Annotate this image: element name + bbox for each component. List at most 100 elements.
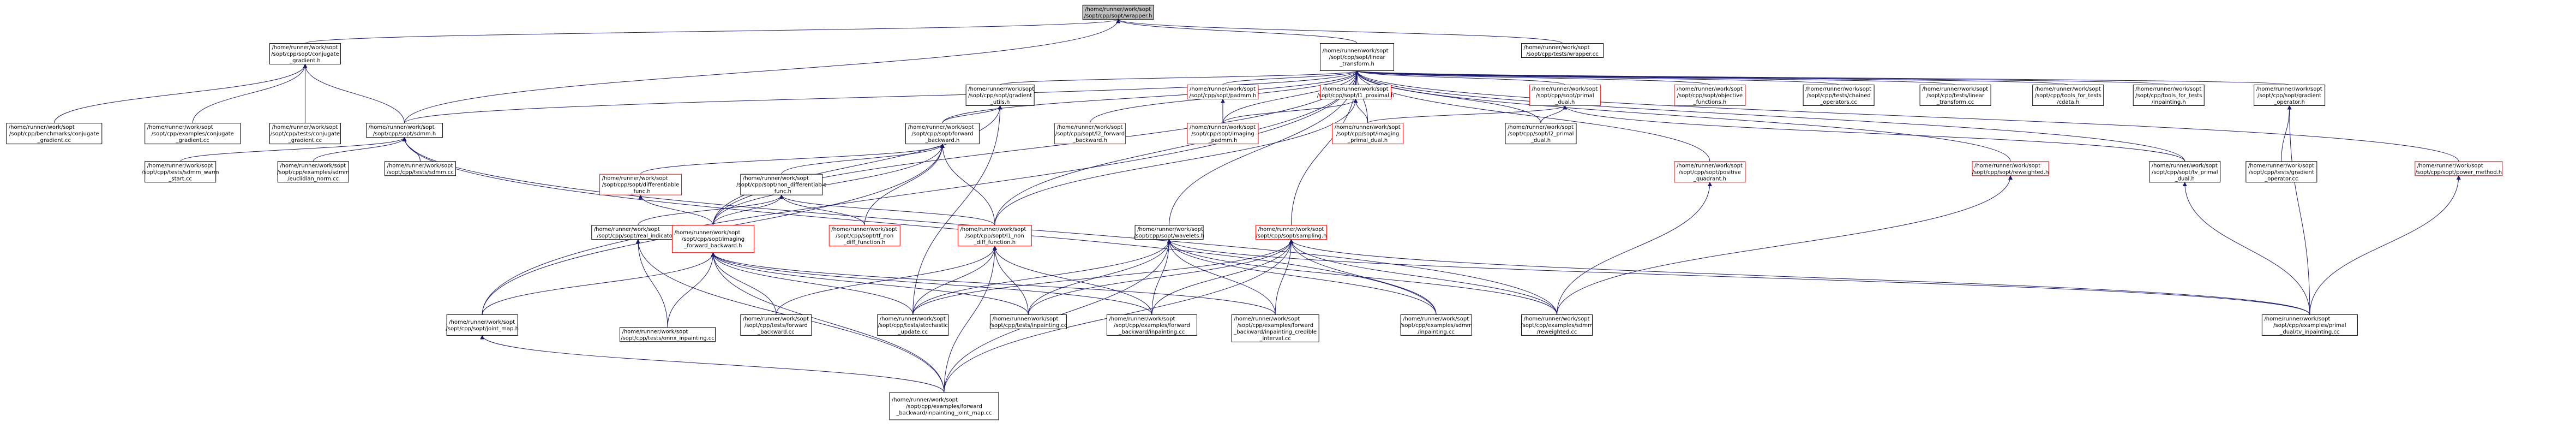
node-label-line: /sopt/cpp/sopt/joint_map.h bbox=[446, 326, 519, 332]
edge-ndf-includes-fb bbox=[781, 143, 945, 175]
edge-epd-includes-pm bbox=[2309, 175, 2461, 315]
file-node-pm[interactable]: /home/runner/work/sopt/sopt/cpp/sopt/pow… bbox=[2415, 161, 2503, 176]
file-node-objf[interactable]: /home/runner/work/sopt/sopt/cpp/sopt/obj… bbox=[1674, 84, 1746, 106]
file-node-bcg[interactable]: /home/runner/work/sopt/sopt/cpp/benchmar… bbox=[6, 123, 103, 145]
file-node-ifb[interactable]: /home/runner/work/sopt/sopt/cpp/sopt/ima… bbox=[671, 225, 754, 253]
edge-tlin-includes-lt bbox=[1355, 70, 1956, 85]
file-node-tfbw[interactable]: /home/runner/work/sopt/sopt/cpp/tests/fo… bbox=[740, 314, 812, 336]
node-label-line: _dual/tv_inpainting.cc bbox=[2279, 329, 2339, 335]
node-box bbox=[145, 161, 217, 183]
file-node-esr[interactable]: /home/runner/work/sopt/sopt/cpp/examples… bbox=[1521, 314, 1593, 336]
node-label-line: /inpainting.h bbox=[2152, 99, 2186, 105]
file-node-ttd[interactable]: /home/runner/work/sopt/sopt/cpp/tools_fo… bbox=[2032, 84, 2104, 106]
file-node-esdmm[interactable]: /home/runner/work/sopt/sopt/cpp/examples… bbox=[277, 161, 350, 183]
file-node-cg[interactable]: /home/runner/work/sopt/sopt/cpp/sopt/con… bbox=[269, 43, 341, 64]
file-node-tcho[interactable]: /home/runner/work/sopt/sopt/cpp/tests/ch… bbox=[1803, 84, 1875, 106]
node-box bbox=[269, 123, 341, 145]
node-label-line: /reweighted.cc bbox=[1537, 329, 1577, 335]
node-box bbox=[877, 314, 949, 336]
file-node-wtest[interactable]: /home/runner/work/sopt/sopt/cpp/tests/wr… bbox=[1521, 43, 1604, 58]
node-label-line: /sopt/cpp/tests/inpainting.cc bbox=[989, 323, 1067, 329]
file-node-tsi[interactable]: /home/runner/work/sopt/sopt/cpp/tests/on… bbox=[619, 327, 716, 342]
file-node-ipadmm[interactable]: /home/runner/work/sopt/sopt/cpp/sopt/ima… bbox=[1187, 123, 1259, 145]
file-node-l2fb[interactable]: /home/runner/work/sopt/sopt/cpp/sopt/l2_… bbox=[1054, 123, 1126, 145]
file-node-rw[interactable]: /home/runner/work/sopt/sopt/cpp/sopt/rew… bbox=[1972, 161, 2049, 176]
file-node-tsdmmw[interactable]: /home/runner/work/sopt/sopt/cpp/tests/sd… bbox=[142, 161, 219, 183]
node-label-line: _transform.h bbox=[1339, 61, 1374, 67]
node-label-line: /euclidian_norm.cc bbox=[287, 176, 339, 182]
file-node-epd[interactable]: /home/runner/work/sopt/sopt/cpp/examples… bbox=[2261, 314, 2358, 336]
node-box bbox=[591, 225, 685, 240]
file-node-samp[interactable]: /home/runner/work/sopt/sopt/cpp/sopt/sam… bbox=[1255, 225, 1327, 240]
edge-esi-includes-sdmm bbox=[402, 136, 1437, 315]
file-node-fb[interactable]: /home/runner/work/sopt/sopt/cpp/sopt/for… bbox=[905, 123, 980, 145]
file-node-tsu[interactable]: /home/runner/work/sopt/sopt/cpp/tests/st… bbox=[877, 314, 949, 336]
node-label-line: /sopt/cpp/sopt/imaging bbox=[682, 236, 744, 242]
file-node-l1n[interactable]: /home/runner/work/sopt/sopt/cpp/sopt/l1_… bbox=[957, 225, 1032, 247]
file-node-tcg[interactable]: /home/runner/work/sopt/sopt/cpp/tests/co… bbox=[269, 123, 341, 145]
file-node-wav[interactable]: /home/runner/work/sopt/sopt/cpp/sopt/wav… bbox=[1134, 225, 1204, 240]
file-node-jm[interactable]: /home/runner/work/sopt/sopt/cpp/sopt/joi… bbox=[446, 314, 519, 336]
node-label-line: /sopt/cpp/tests/forward bbox=[744, 323, 808, 329]
file-node-ndf[interactable]: /home/runner/work/sopt/sopt/cpp/sopt/non… bbox=[736, 174, 827, 195]
edge-epd-includes-tvpd bbox=[2182, 181, 2310, 315]
node-label-line: /home/runner/work/sopt bbox=[743, 316, 809, 322]
file-node-ecg[interactable]: /home/runner/work/sopt/sopt/cpp/examples… bbox=[145, 123, 241, 145]
node-label-line: _padmm.h bbox=[1208, 138, 1238, 144]
node-box bbox=[1187, 123, 1259, 145]
edge-tfn-includes-ndf bbox=[779, 194, 865, 225]
node-box bbox=[1674, 84, 1746, 106]
node-box bbox=[277, 161, 349, 183]
node-label-line: /inpainting.cc bbox=[1418, 329, 1455, 335]
node-label-line: /sopt/cpp/sopt/reweighted.h bbox=[1972, 169, 2049, 175]
file-node-tlin[interactable]: /home/runner/work/sopt/sopt/cpp/tests/li… bbox=[1919, 84, 1991, 106]
file-node-df[interactable]: /home/runner/work/sopt/sopt/cpp/sopt/dif… bbox=[599, 174, 682, 195]
node-label-line: /home/runner/work/sopt bbox=[2135, 86, 2201, 92]
edge-tvpd-includes-pd bbox=[1563, 105, 2185, 162]
node-label-line: /sopt/cpp/tools_for_tests bbox=[2035, 93, 2101, 99]
node-box bbox=[905, 123, 980, 145]
node-label-line: /home/runner/work/sopt bbox=[622, 329, 688, 335]
node-label-line: /sopt/cpp/examples/forward bbox=[1237, 323, 1313, 329]
node-label-line: /home/runner/work/sopt bbox=[1190, 86, 1256, 92]
file-node-tfn[interactable]: /home/runner/work/sopt/sopt/cpp/sopt/tf_… bbox=[828, 225, 900, 247]
file-node-tgo[interactable]: /home/runner/work/sopt/sopt/cpp/tests/gr… bbox=[2245, 161, 2317, 183]
node-label-line: /sopt/cpp/examples/primal bbox=[2273, 323, 2346, 329]
node-box bbox=[1134, 225, 1204, 240]
file-node-tsdmm[interactable]: /home/runner/work/sopt/sopt/cpp/tests/sd… bbox=[384, 161, 456, 176]
file-node-padmm[interactable]: /home/runner/work/sopt/sopt/cpp/sopt/pad… bbox=[1187, 84, 1259, 99]
node-box bbox=[1231, 314, 1319, 342]
file-node-l1p[interactable]: /home/runner/work/sopt/sopt/cpp/sopt/l1_… bbox=[1317, 84, 1395, 99]
file-node-efbi[interactable]: /home/runner/work/sopt/sopt/cpp/examples… bbox=[1106, 314, 1197, 336]
node-label-line: /sopt/cpp/examples/sdmm bbox=[1400, 323, 1473, 329]
file-node-l2pd[interactable]: /home/runner/work/sopt/sopt/cpp/sopt/l2_… bbox=[1505, 123, 1577, 145]
node-box bbox=[889, 392, 999, 420]
node-box bbox=[2245, 161, 2317, 183]
node-label-line: /sopt/cpp/examples/conjugate bbox=[152, 131, 234, 137]
node-label-line: _operator.h bbox=[2273, 99, 2305, 105]
file-node-ri[interactable]: /home/runner/work/sopt/sopt/cpp/sopt/rea… bbox=[591, 225, 685, 240]
file-node-lt[interactable]: /home/runner/work/sopt/sopt/cpp/sopt/lin… bbox=[1320, 43, 1395, 71]
edge-ipadmm-includes-l1p bbox=[1222, 98, 1358, 123]
node-label-line: /sopt/cpp/sopt/l2_forward bbox=[1055, 131, 1125, 137]
file-node-sdmm[interactable]: /home/runner/work/sopt/sopt/cpp/sopt/sdm… bbox=[366, 123, 443, 138]
file-node-efbc[interactable]: /home/runner/work/sopt/sopt/cpp/examples… bbox=[1231, 314, 1319, 342]
node-box bbox=[1187, 84, 1259, 99]
edge-tfn-includes-fb bbox=[864, 143, 945, 225]
edge-tsi-includes-ri bbox=[635, 239, 668, 328]
file-node-pd[interactable]: /home/runner/work/sopt/sopt/cpp/sopt/pri… bbox=[1529, 84, 1601, 106]
file-node-tti[interactable]: /home/runner/work/sopt/sopt/cpp/tools_fo… bbox=[2133, 84, 2205, 106]
node-label-line: /sopt/cpp/sopt/l1_non bbox=[965, 233, 1024, 239]
file-node-tvpd[interactable]: /home/runner/work/sopt/sopt/cpp/sopt/tv_… bbox=[2149, 161, 2221, 183]
file-node-ipd[interactable]: /home/runner/work/sopt/sopt/cpp/sopt/ima… bbox=[1332, 123, 1404, 145]
edge-tinp-includes-ifb bbox=[711, 252, 1029, 315]
file-node-pos[interactable]: /home/runner/work/sopt/sopt/cpp/sopt/pos… bbox=[1674, 161, 1746, 183]
edge-ipd-includes-l1p bbox=[1353, 98, 1368, 123]
file-node-efbj[interactable]: /home/runner/work/sopt/sopt/cpp/examples… bbox=[889, 392, 999, 420]
file-node-gu[interactable]: /home/runner/work/sopt/sopt/cpp/sopt/gra… bbox=[965, 84, 1035, 106]
file-node-go[interactable]: /home/runner/work/sopt/sopt/cpp/sopt/gra… bbox=[2254, 84, 2326, 106]
file-node-esi[interactable]: /home/runner/work/sopt/sopt/cpp/examples… bbox=[1400, 314, 1473, 336]
file-node-tinp[interactable]: /home/runner/work/sopt/sopt/cpp/tests/in… bbox=[989, 314, 1067, 329]
edge-tinp-includes-wav bbox=[1028, 239, 1172, 315]
file-node-root[interactable]: /home/runner/work/sopt/sopt/cpp/sopt/wra… bbox=[1082, 4, 1154, 20]
